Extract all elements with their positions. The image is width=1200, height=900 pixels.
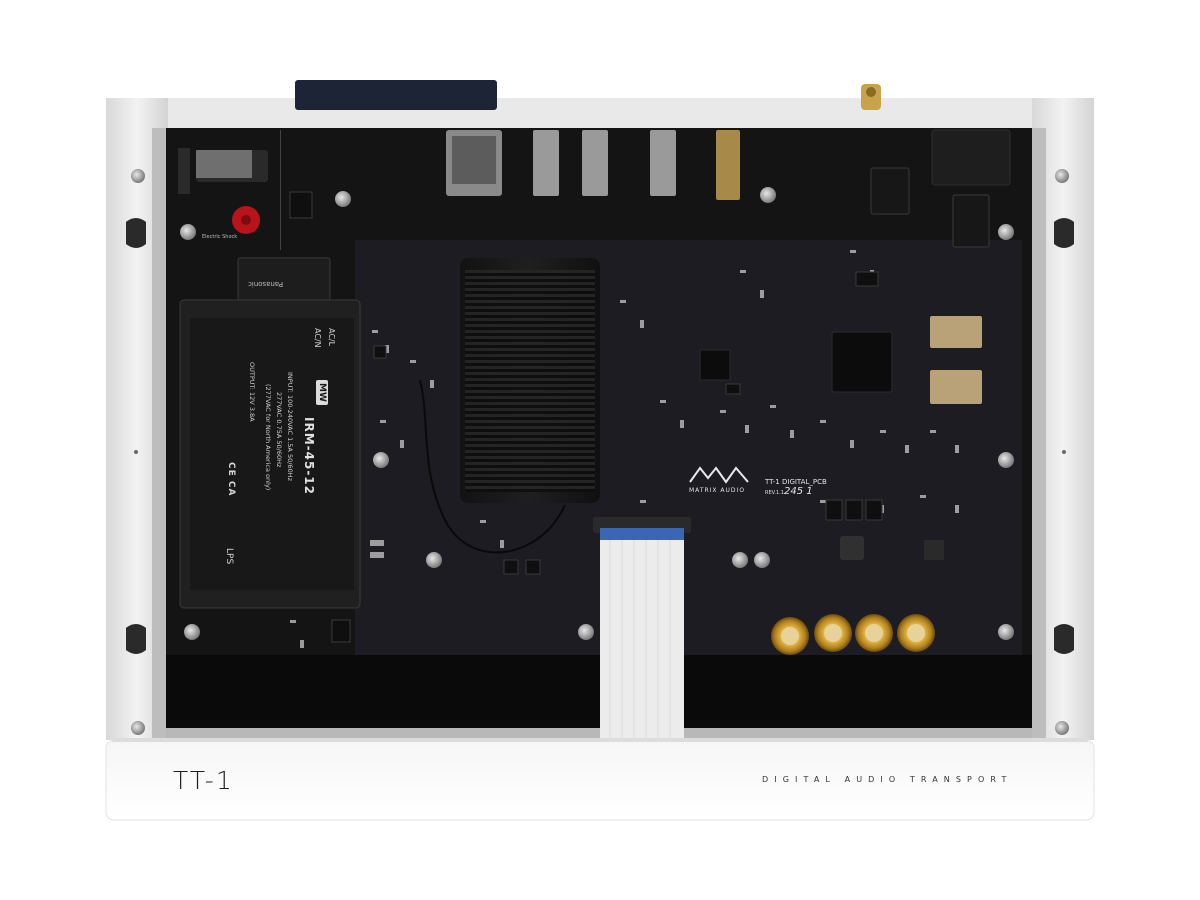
oscillator-2 (930, 370, 982, 404)
usb-port-1 (533, 130, 559, 196)
pcb-revision-label: REV.1.1 (765, 490, 784, 496)
pcb-standoffs (180, 187, 1014, 640)
oscillator-1 (930, 316, 982, 348)
pcb-brand-label: MATRIX AUDIO (689, 487, 746, 494)
matrix-audio-logo (689, 466, 749, 484)
usb-port-3 (650, 130, 676, 196)
regulator-chip (924, 540, 944, 560)
capacitor-3 (855, 614, 893, 652)
lower-cavity (166, 655, 1032, 740)
chassis-back-wall (116, 98, 1078, 128)
aes-connector (931, 129, 1011, 186)
ribbon-cable-lines (609, 540, 671, 740)
capacitor-1 (771, 617, 809, 655)
chassis-inner-rail-right (1032, 128, 1046, 740)
chassis-screws (131, 169, 1069, 735)
psu-input-line: INPUT: 100-240VAC 1.5A 50/60Hz (286, 372, 294, 481)
red-potentiometer-center (241, 215, 251, 225)
pcb-handwritten-code: 245 1 (784, 486, 813, 497)
pcb-board-label: TT-1 DIGITAL_PCB (765, 478, 827, 486)
psu-input-line-3: (277VAC for North America only) (264, 384, 272, 491)
product-description: DIGITAL AUDIO TRANSPORT (762, 775, 1013, 784)
psu-input-line-2: 277VAC 0.75A 50/60Hz (275, 392, 283, 468)
relay-label: Panasonic (248, 280, 284, 288)
ground-terminal (178, 148, 190, 194)
inductor (840, 536, 864, 560)
main-soc-chip (831, 331, 893, 393)
usb-port-2 (582, 130, 608, 196)
psu-ac-n: AC/N (313, 328, 322, 348)
rca-jack-center (866, 87, 876, 97)
antenna-wire (419, 379, 566, 554)
rear-connector-block (295, 80, 497, 110)
model-name: TT-1 (173, 766, 234, 795)
psu-model: IRM-45-12 (302, 417, 316, 496)
psu-cover (190, 318, 354, 590)
chassis-mounting-holes (126, 218, 1074, 654)
ethernet-port-inner (452, 136, 496, 184)
small-module-2 (952, 194, 990, 248)
chassis-inner-rail-left (152, 128, 166, 740)
lower-shelf (166, 728, 1032, 740)
coax-connector (716, 130, 740, 200)
psu-ac-l: AC/L (327, 328, 336, 347)
psu-board-divider (280, 130, 281, 250)
relay (237, 257, 331, 301)
front-panel-edge (112, 738, 1088, 742)
digital-board (355, 240, 1022, 660)
fuse-slide (196, 150, 252, 178)
psu-lps-mark: LPS (224, 548, 234, 565)
psu-output-line: OUTPUT: 12V 3.8A (248, 362, 256, 422)
ribbon-cable (600, 540, 684, 740)
psu-brand-mark: MW (316, 380, 328, 405)
capacitor-4 (897, 614, 935, 652)
dsp-chip (699, 349, 731, 381)
psu-label: AC/L AC/N MW IRM-45-12 INPUT: 100-240VAC… (196, 322, 346, 582)
capacitor-2 (814, 614, 852, 652)
warning-label: Electric Shock (202, 234, 238, 240)
fuse-holder (196, 150, 268, 182)
heatsink-fins (465, 270, 595, 492)
ribbon-cable-blue (600, 528, 684, 540)
small-module (870, 167, 910, 215)
ic-chips (289, 191, 883, 643)
psu-certifications: CE CA (226, 462, 236, 497)
